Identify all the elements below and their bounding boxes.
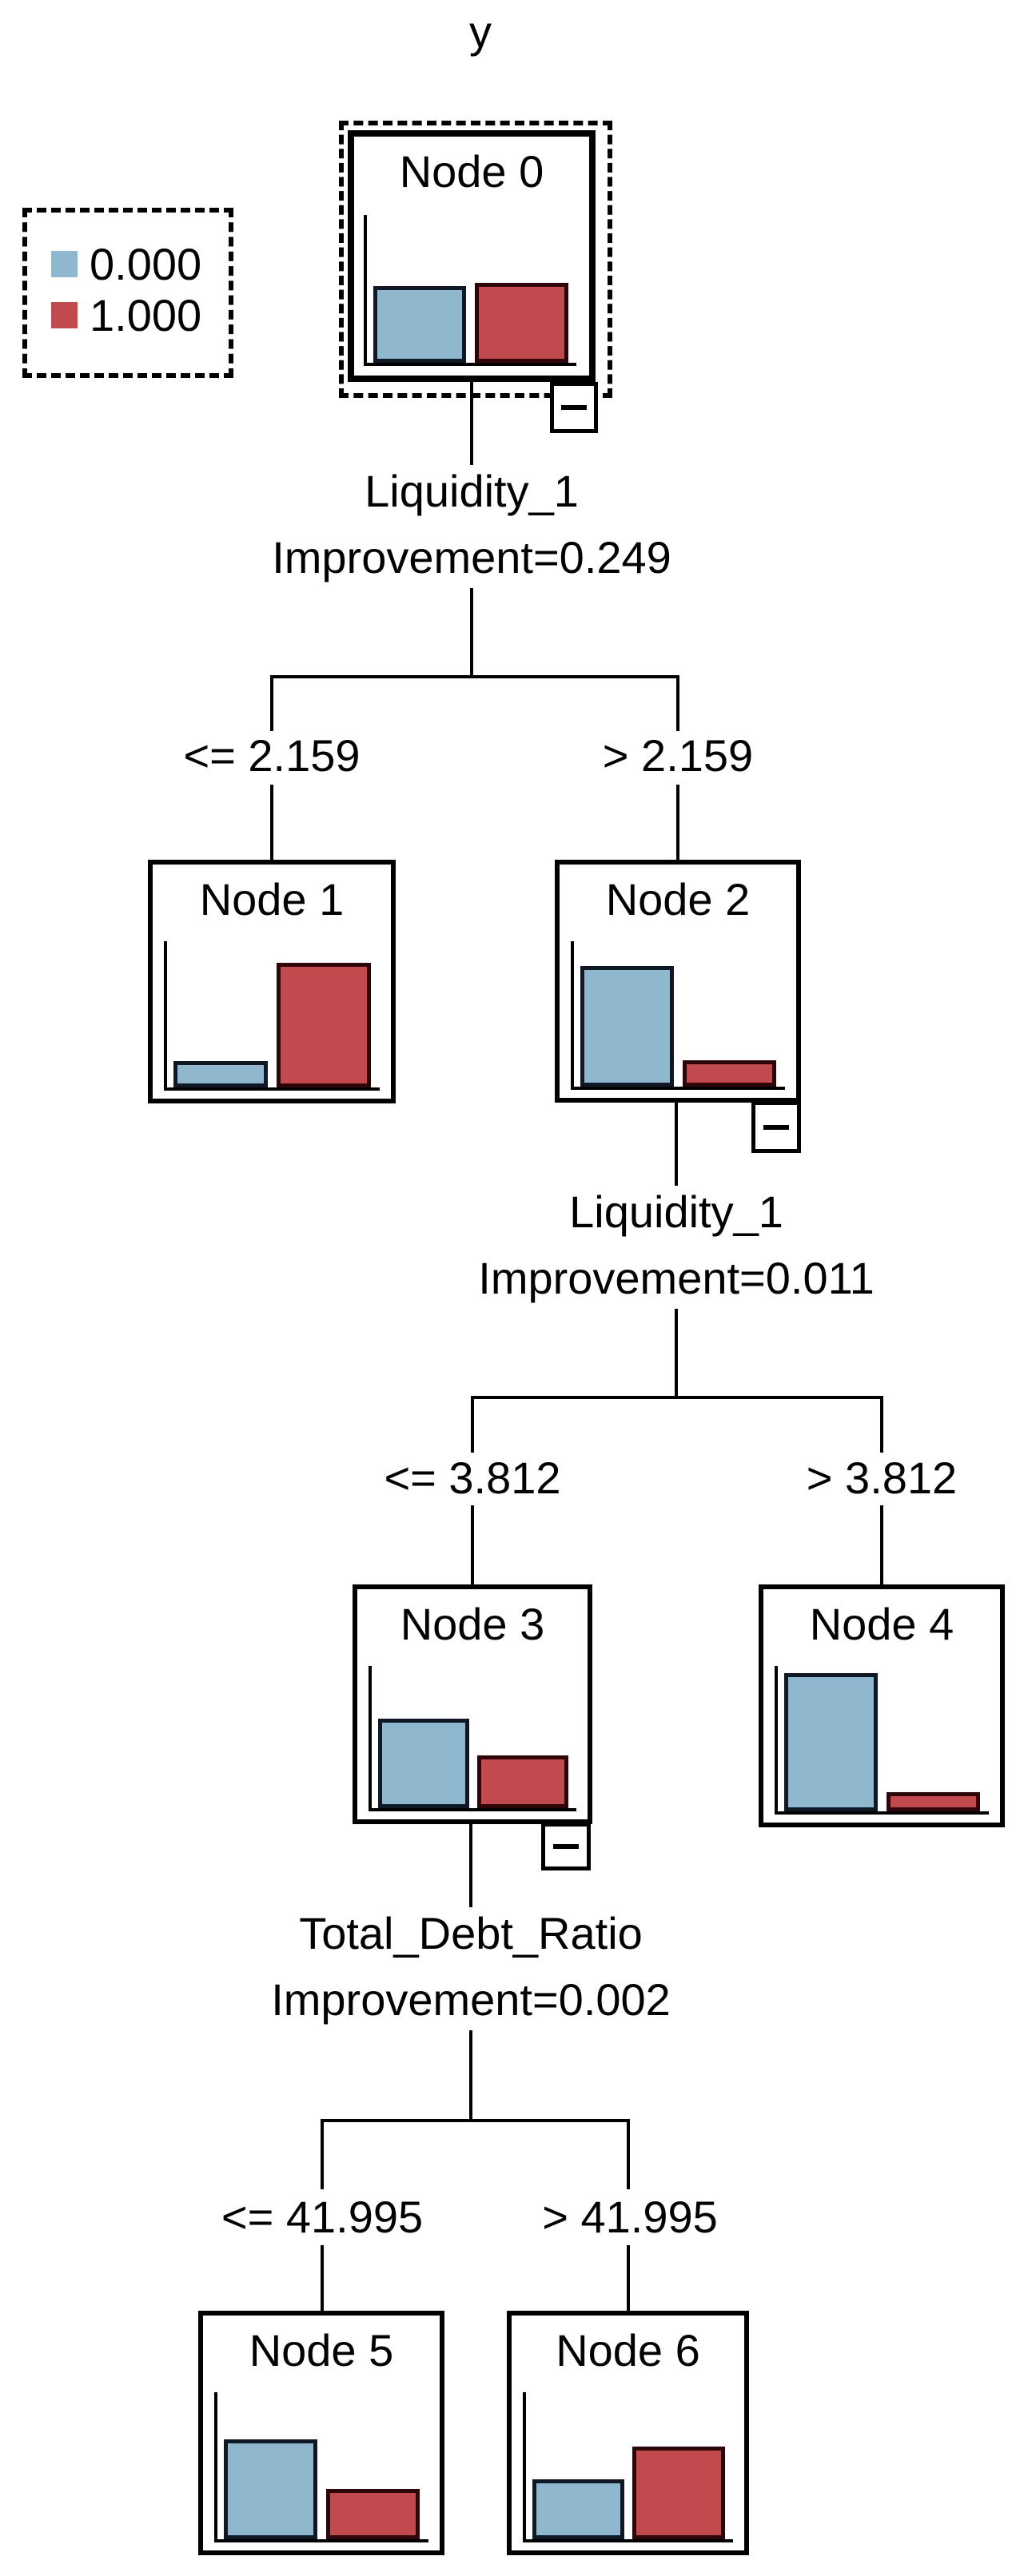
collapse-button-node-2[interactable] <box>751 1101 801 1153</box>
edge-to-node-2 <box>676 785 679 860</box>
node-5-bar-class-0 <box>223 2439 318 2539</box>
edge-to-node-6 <box>627 2245 630 2311</box>
node-0-selection-outline <box>339 121 612 398</box>
edge-to-node-4 <box>880 1505 883 1584</box>
edge-split0-to-branch <box>470 588 473 677</box>
edge-to-node-1 <box>270 785 273 860</box>
branch-1-left-drop <box>471 1396 474 1453</box>
node-3-bar-chart <box>369 1666 576 1811</box>
node-0-bar-class-1 <box>474 283 568 363</box>
split-2-left-condition-label: <= 41.995 <box>221 2192 424 2242</box>
branch-0-right-drop <box>676 675 679 731</box>
node-2-bar-class-0 <box>580 965 675 1087</box>
split-0-right-condition-label: > 2.159 <box>602 730 754 781</box>
branch-0-left-drop <box>270 675 273 731</box>
minus-icon <box>553 1844 579 1849</box>
node-6[interactable]: Node 6 <box>507 2311 749 2555</box>
minus-icon <box>763 1124 789 1130</box>
edge-split2-to-branch <box>469 2030 472 2121</box>
edge-split1-to-branch <box>675 1309 678 1397</box>
split-2-variable-label: Total_Debt_Ratio <box>299 1908 643 1958</box>
node-6-bar-class-1 <box>632 2447 725 2539</box>
node-2-title: Node 2 <box>605 874 751 924</box>
legend-label-class-0: 0.000 <box>90 239 202 289</box>
split-1-left-condition-label: <= 3.812 <box>384 1453 561 1503</box>
collapse-button-node-3[interactable] <box>541 1823 591 1870</box>
split-2-improvement-label: Improvement=0.002 <box>271 1974 671 2025</box>
branch-0-horizontal-line <box>270 675 679 678</box>
edge-node0-to-split <box>470 382 473 465</box>
node-2-bar-class-1 <box>682 1060 777 1087</box>
node-1-bar-class-1 <box>276 963 372 1087</box>
node-5-bar-class-1 <box>325 2489 420 2539</box>
node-0-title: Node 0 <box>399 146 544 197</box>
branch-2-left-drop <box>321 2119 324 2189</box>
legend-label-class-1: 1.000 <box>90 290 202 340</box>
node-3[interactable]: Node 3 <box>353 1584 592 1824</box>
node-1-bar-chart <box>164 941 380 1091</box>
split-0-variable-label: Liquidity_1 <box>365 466 579 516</box>
node-5-title: Node 5 <box>249 2325 394 2375</box>
branch-2-right-drop <box>627 2119 630 2189</box>
node-5-bar-chart <box>214 2392 428 2542</box>
node-6-bar-chart <box>523 2392 733 2542</box>
legend-swatch-class-1 <box>51 302 78 328</box>
node-4-bar-class-1 <box>886 1792 981 1811</box>
node-4-title: Node 4 <box>809 1599 954 1649</box>
split-1-right-condition-label: > 3.812 <box>806 1453 958 1503</box>
node-5[interactable]: Node 5 <box>198 2311 444 2555</box>
branch-1-right-drop <box>880 1396 883 1453</box>
node-3-bar-class-1 <box>476 1755 568 1808</box>
node-0-bar-class-0 <box>373 285 467 363</box>
split-0-left-condition-label: <= 2.159 <box>183 730 361 781</box>
branch-2-horizontal-line <box>321 2119 630 2122</box>
branch-1-horizontal-line <box>471 1396 883 1399</box>
split-1-variable-label: Liquidity_1 <box>569 1187 783 1237</box>
edge-to-node-3 <box>471 1505 474 1584</box>
node-3-title: Node 3 <box>400 1599 545 1649</box>
target-variable-title: y <box>469 6 492 57</box>
split-1-improvement-label: Improvement=0.011 <box>478 1253 875 1303</box>
collapse-button-node-0[interactable] <box>550 382 598 433</box>
node-4[interactable]: Node 4 <box>759 1584 1005 1827</box>
node-4-bar-chart <box>775 1666 989 1815</box>
split-2-right-condition-label: > 41.995 <box>542 2192 718 2242</box>
node-4-bar-class-0 <box>783 1673 879 1811</box>
node-0[interactable]: Node 0 <box>348 130 596 382</box>
node-1-bar-class-0 <box>173 1061 269 1087</box>
split-0-improvement-label: Improvement=0.249 <box>272 532 671 582</box>
legend: 0.000 1.000 <box>22 208 233 378</box>
edge-to-node-5 <box>321 2245 324 2311</box>
node-0-bar-chart <box>364 215 576 366</box>
minus-icon <box>561 405 587 410</box>
node-2-bar-chart <box>571 941 785 1090</box>
node-6-title: Node 6 <box>556 2325 700 2375</box>
node-1[interactable]: Node 1 <box>148 860 396 1103</box>
node-2[interactable]: Node 2 <box>555 860 801 1103</box>
legend-swatch-class-0 <box>51 251 78 277</box>
edge-node3-to-split <box>469 1824 472 1907</box>
node-1-title: Node 1 <box>199 874 345 924</box>
edge-node2-to-split <box>675 1103 678 1186</box>
node-6-bar-class-0 <box>532 2479 625 2539</box>
node-3-bar-class-0 <box>377 1718 469 1808</box>
